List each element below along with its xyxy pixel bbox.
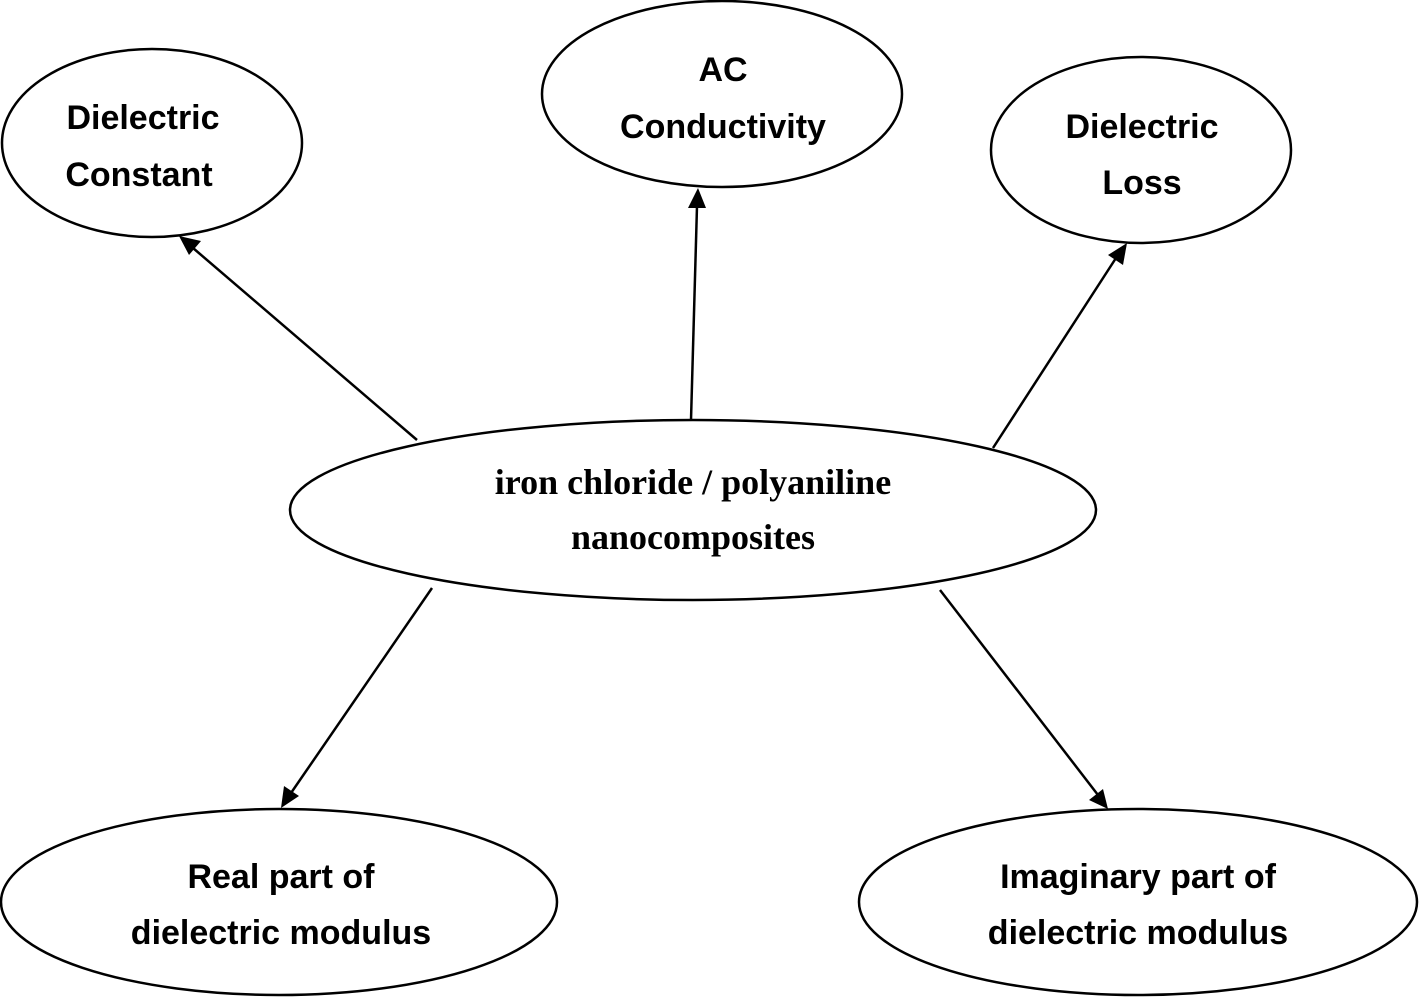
node-label-line2: Constant bbox=[65, 156, 212, 194]
node-label-line1: Dielectric bbox=[66, 99, 219, 137]
arrow-head bbox=[1089, 789, 1108, 809]
node-label-line2: Loss bbox=[1102, 164, 1181, 202]
node-label-line2: Conductivity bbox=[620, 108, 826, 146]
edge-to-dielectric-loss bbox=[991, 243, 1127, 449]
center-label-line1: iron chloride / polyaniline bbox=[495, 462, 891, 502]
node-ellipse bbox=[989, 55, 1293, 245]
node-imaginary-modulus: Imaginary part of dielectric modulus bbox=[857, 807, 1419, 997]
node-ellipse bbox=[857, 807, 1419, 997]
node-ac-conductivity: AC Conductivity bbox=[540, 0, 904, 189]
node-label-line1: AC bbox=[698, 51, 747, 89]
node-ellipse bbox=[540, 0, 904, 189]
edge-to-ac-conductivity bbox=[688, 188, 706, 421]
node-label-line1: Real part of bbox=[187, 858, 375, 896]
node-label-line1: Imaginary part of bbox=[1000, 858, 1277, 896]
edge-to-real-modulus bbox=[281, 587, 434, 808]
node-dielectric-constant: Dielectric Constant bbox=[0, 47, 304, 239]
arrow-head bbox=[179, 236, 201, 255]
node-ellipse bbox=[0, 807, 559, 997]
edges bbox=[179, 188, 1127, 809]
node-dielectric-loss: Dielectric Loss bbox=[989, 55, 1293, 245]
arrow-head bbox=[281, 786, 299, 808]
edge-to-imaginary-modulus bbox=[939, 589, 1108, 809]
arrow-head bbox=[688, 188, 706, 208]
node-ellipse bbox=[0, 47, 304, 239]
node-label-line1: Dielectric bbox=[1065, 108, 1218, 146]
center-node: iron chloride / polyaniline nanocomposit… bbox=[288, 418, 1098, 602]
center-ellipse bbox=[288, 418, 1098, 602]
center-label-line2: nanocomposites bbox=[571, 517, 815, 557]
arrow-head bbox=[1108, 243, 1127, 265]
node-real-modulus: Real part of dielectric modulus bbox=[0, 807, 559, 997]
node-label-line2: dielectric modulus bbox=[131, 914, 431, 952]
node-label-line2: dielectric modulus bbox=[988, 914, 1288, 952]
edge-to-dielectric-constant bbox=[179, 236, 418, 441]
